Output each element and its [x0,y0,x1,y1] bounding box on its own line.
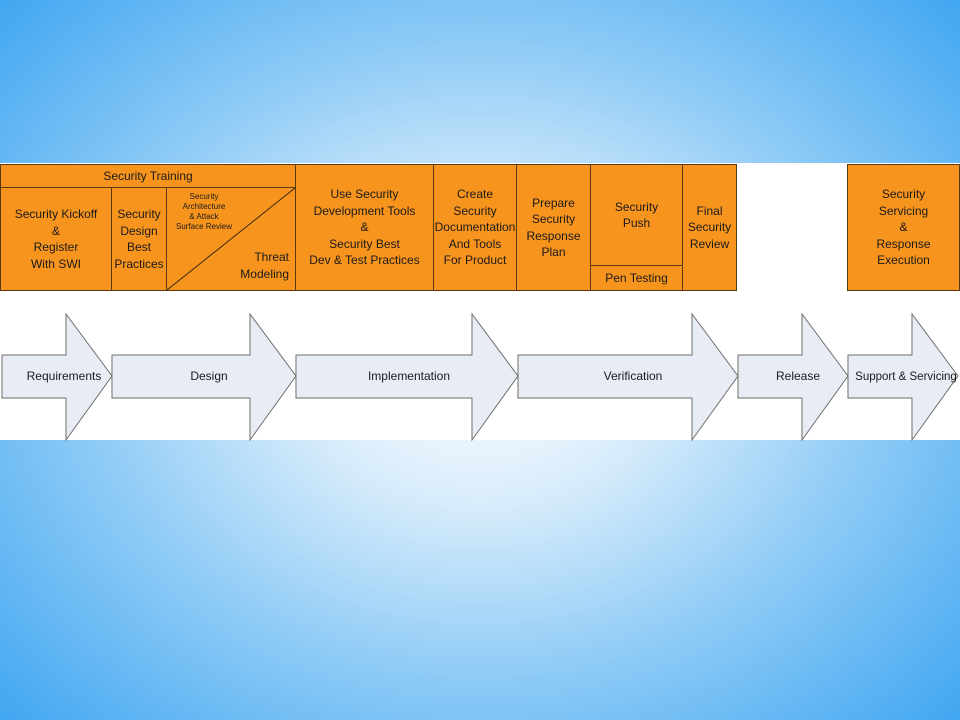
arrow-requirements: Requirements [1,312,113,442]
threat-modeling-box: Security Architecture & Attack Surface R… [166,187,296,291]
phase-label: Requirements [27,369,102,383]
kickoff-box: Security Kickoff & Register With SWI [0,187,112,291]
arrow-implementation: Implementation [295,312,519,442]
security-training-header: Security Training [0,164,296,188]
phase-label: Support & Servicing [855,371,957,383]
security-push-box: Security Push [590,164,683,266]
threat-modeling-label: Threat Modeling [240,250,289,281]
diagonal-divider [167,188,295,290]
arrow-release: Release [737,312,849,442]
phase-label: Release [776,369,820,383]
design-best-practices-box: Security Design Best Practices [111,187,167,291]
architecture-review-label: Security Architecture & Attack Surface R… [175,192,233,231]
dev-tools-box: Use Security Development Tools & Securit… [295,164,434,291]
servicing-box: Security Servicing & Response Execution [847,164,960,291]
arrow-verification: Verification [517,312,739,442]
response-plan-box: Prepare Security Response Plan [516,164,591,291]
phase-label: Design [190,369,227,383]
documentation-box: Create Security Documentation And Tools … [433,164,517,291]
phase-label: Verification [604,369,663,383]
arrow-support-servicing: Support & Servicing [847,312,959,442]
pen-testing-box: Pen Testing [590,265,683,291]
phase-label: Implementation [368,369,450,383]
arrow-design: Design [111,312,297,442]
final-review-box: Final Security Review [682,164,737,291]
